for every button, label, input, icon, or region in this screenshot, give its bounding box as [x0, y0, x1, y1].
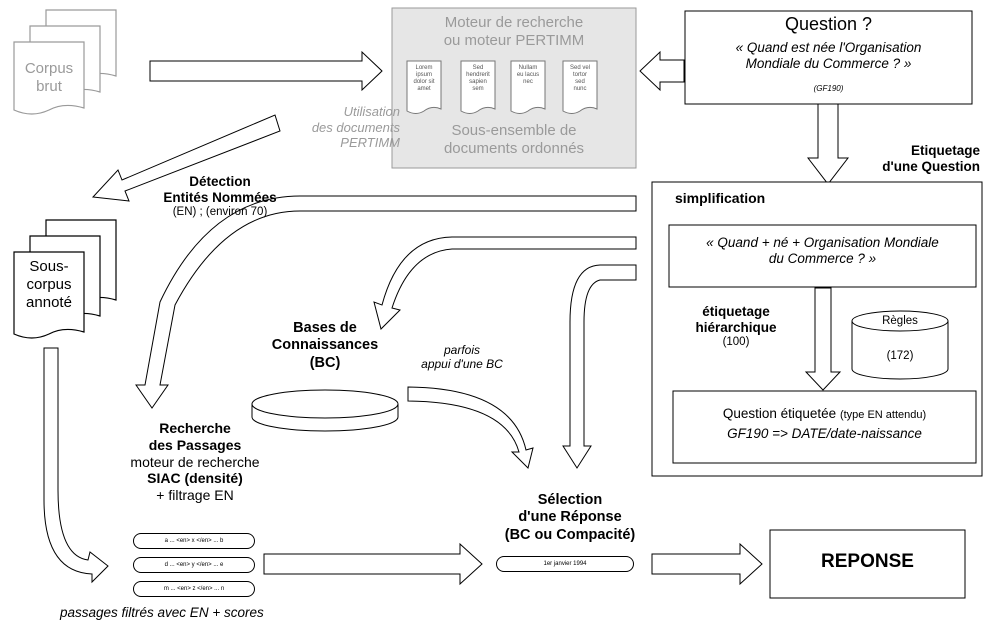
- question-code: (GF190): [813, 84, 844, 93]
- bases-line3: (BC): [309, 354, 341, 371]
- etiquetage-hier-line2: hiérarchique: [695, 320, 777, 336]
- arrow-bases-to-selection: [407, 386, 534, 469]
- question-etiquetee-label: Question étiquetée: [722, 406, 837, 421]
- etiquetage-hier-count: (100): [722, 336, 750, 349]
- arrow-moteur-to-sous-corpus: [91, 114, 281, 202]
- arrow-simplification-to-question-etiquetee: [804, 287, 842, 391]
- recherche-line2: des Passages: [148, 436, 242, 453]
- utilisation-line1: Utilisation: [343, 104, 400, 119]
- question-text-line1: « Quand est née l'Organisation: [735, 40, 922, 55]
- simplification-text-line1: « Quand + né + Organisation Mondiale: [706, 235, 939, 250]
- passage-pill: m ... <en> z </en> ... n: [133, 581, 255, 597]
- sous-corpus-doc-stack: [13, 219, 117, 339]
- arrow-etiquetage-to-selection: [562, 264, 637, 469]
- sous-corpus-line1: Sous-: [29, 258, 69, 275]
- regles-label: Règles: [882, 315, 918, 327]
- recherche-line4: SIAC (densité): [147, 470, 243, 487]
- selection-label: Sélection d'une Réponse (BC ou Compacité…: [470, 492, 670, 544]
- etiquetage-hier-label: étiquetage hiérarchique (100): [676, 304, 796, 350]
- arrow-passages-to-selection: [263, 542, 483, 586]
- etiquetage-hier-line1: étiquetage: [702, 304, 770, 319]
- passage-pill: a ... <en> x </en> ... b: [133, 533, 255, 549]
- moteur-subtitle-line1: Sous-ensemble de: [451, 122, 577, 139]
- moteur-subtitle-line2: documents ordonnés: [443, 140, 585, 157]
- recherche-label: Recherche des Passages moteur de recherc…: [100, 420, 290, 504]
- parfois-line1: parfois: [443, 343, 481, 357]
- bases-cylinder: [251, 389, 399, 432]
- sous-corpus-line2: corpus: [26, 276, 72, 293]
- etiquetage-question-line1: Etiquetage: [910, 143, 980, 158]
- moteur-subtitle: Sous-ensemble de documents ordonnés: [392, 122, 636, 158]
- selection-line3: (BC ou Compacité): [504, 526, 636, 543]
- utilisation-label: Utilisation des documents PERTIMM: [260, 104, 400, 151]
- bases-label: Bases de Connaissances (BC): [255, 320, 395, 372]
- parfois-label: parfois appui d'une BC: [400, 343, 524, 372]
- question-text-line2: Mondiale du Commerce ? »: [745, 56, 912, 72]
- moteur-title: Moteur de recherche ou moteur PERTIMM: [392, 14, 636, 50]
- question-etiquetee-box: [672, 390, 977, 464]
- arrow-etiquetage-to-recherche: [135, 195, 637, 409]
- arrow-sous-corpus-to-passages: [43, 347, 109, 584]
- simplification-text-line2: du Commerce ? »: [768, 251, 877, 267]
- utilisation-line2: des documents: [311, 119, 400, 135]
- moteur-title-line2: ou moteur PERTIMM: [443, 32, 585, 49]
- moteur-title-line1: Moteur de recherche: [444, 14, 584, 31]
- bases-line2: Connaissances: [271, 337, 379, 354]
- detection-line1: Détection: [189, 174, 251, 189]
- arrow-etiquetage-to-bases: [373, 236, 637, 330]
- simplification-box: [668, 224, 977, 288]
- bases-line1: Bases de: [293, 320, 357, 336]
- recherche-line3: moteur de recherche: [130, 453, 260, 470]
- arrow-question-to-etiquetage: [806, 103, 850, 185]
- selection-line1: Sélection: [537, 492, 603, 508]
- simplification-text: « Quand + né + Organisation Mondiale du …: [669, 235, 976, 267]
- question-text: « Quand est née l'Organisation Mondiale …: [685, 40, 972, 72]
- sous-corpus-line3: annoté: [26, 294, 72, 311]
- detection-line2: Entités Nommées: [163, 190, 277, 206]
- date-answer-pill: 1er janvier 1994: [496, 556, 634, 572]
- sous-corpus-label: Sous- corpus annoté: [14, 258, 84, 312]
- question-etiquetee-value: GF190 => DATE/date-naissance: [727, 426, 922, 441]
- passages-caption: passages filtrés avec EN + scores: [60, 605, 264, 620]
- reponse-label: REPONSE: [821, 551, 914, 572]
- corpus-brut-line2: brut: [36, 78, 62, 95]
- utilisation-line3: PERTIMM: [340, 135, 400, 151]
- question-box: [684, 10, 973, 105]
- corpus-brut-doc-stack: [13, 9, 117, 115]
- recherche-line1: Recherche: [159, 420, 231, 436]
- reponse-box: [769, 529, 966, 599]
- regles-cylinder: [851, 310, 949, 380]
- passage-pill: d ... <en> y </en> ... e: [133, 557, 255, 573]
- etiquetage-question-label: Etiquetage d'une Question: [840, 143, 980, 175]
- etiquetage-question-line2: d'une Question: [882, 159, 980, 175]
- recherche-line5: + filtrage EN: [156, 487, 234, 504]
- corpus-brut-line1: Corpus: [24, 60, 74, 77]
- detection-line3: (EN) ; (environ 70): [172, 206, 268, 219]
- arrow-corpus-to-moteur: [149, 50, 383, 92]
- moteur-mini-docs: [406, 60, 598, 114]
- corpus-brut-label: Corpus brut: [14, 60, 84, 96]
- arrow-question-to-moteur: [639, 50, 685, 92]
- detection-label: Détection Entités Nommées (EN) ; (enviro…: [130, 174, 310, 220]
- parfois-line2: appui d'une BC: [421, 357, 503, 372]
- question-etiquetee-title: Question étiquetée (type EN attendu): [673, 406, 976, 422]
- question-title: Question ?: [784, 14, 873, 34]
- question-etiquetee-type: (type EN attendu): [839, 409, 927, 421]
- selection-line2: d'une Réponse: [518, 509, 622, 526]
- arrow-selection-to-reponse: [651, 542, 763, 586]
- regles-count: (172): [886, 350, 914, 362]
- simplification-label: simplification: [675, 190, 766, 206]
